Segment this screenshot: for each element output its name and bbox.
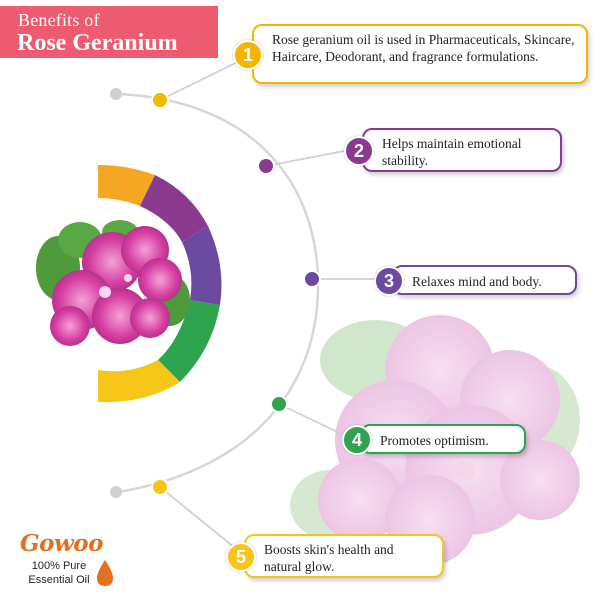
rose-geranium-flower-image xyxy=(36,220,190,346)
benefit-5-badge: 5 xyxy=(226,542,256,572)
color-arc xyxy=(98,165,222,403)
benefit-1-badge: 1 xyxy=(233,40,263,70)
benefit-5-text: Boosts skin's health and natural glow. xyxy=(264,542,394,574)
curve-dots xyxy=(110,88,321,498)
benefit-4-badge: 4 xyxy=(342,425,372,455)
brand-logo: Gowoo 100% Pure Essential Oil xyxy=(14,530,124,596)
benefit-4-card: Promotes optimism. xyxy=(360,424,526,454)
tagline-1: 100% Pure xyxy=(31,560,87,572)
benefit-5-card: Boosts skin's health and natural glow. xyxy=(244,534,444,578)
benefit-3-text: Relaxes mind and body. xyxy=(412,274,542,289)
title-line-2: Rose Geranium xyxy=(17,30,178,56)
benefit-3-badge: 3 xyxy=(374,266,404,296)
oil-drop-icon xyxy=(97,560,113,586)
benefit-1-card: Rose geranium oil is used in Pharmaceuti… xyxy=(252,24,588,84)
benefit-3-card: Relaxes mind and body. xyxy=(392,265,577,295)
brand-name: Gowoo xyxy=(20,530,103,557)
tagline-2: Essential Oil xyxy=(28,574,90,586)
title-line-1: Benefits of xyxy=(18,10,100,30)
benefit-2-badge: 2 xyxy=(344,136,374,166)
title-banner: Benefits of Rose Geranium xyxy=(0,6,218,58)
benefit-2-text: Helps maintain emotional stability. xyxy=(382,136,522,168)
benefit-2-card: Helps maintain emotional stability. xyxy=(362,128,562,172)
benefit-4-text: Promotes optimism. xyxy=(380,433,489,448)
benefit-1-text: Rose geranium oil is used in Pharmaceuti… xyxy=(272,32,575,64)
faded-flower-image xyxy=(290,315,580,565)
connector-curve xyxy=(117,92,320,494)
